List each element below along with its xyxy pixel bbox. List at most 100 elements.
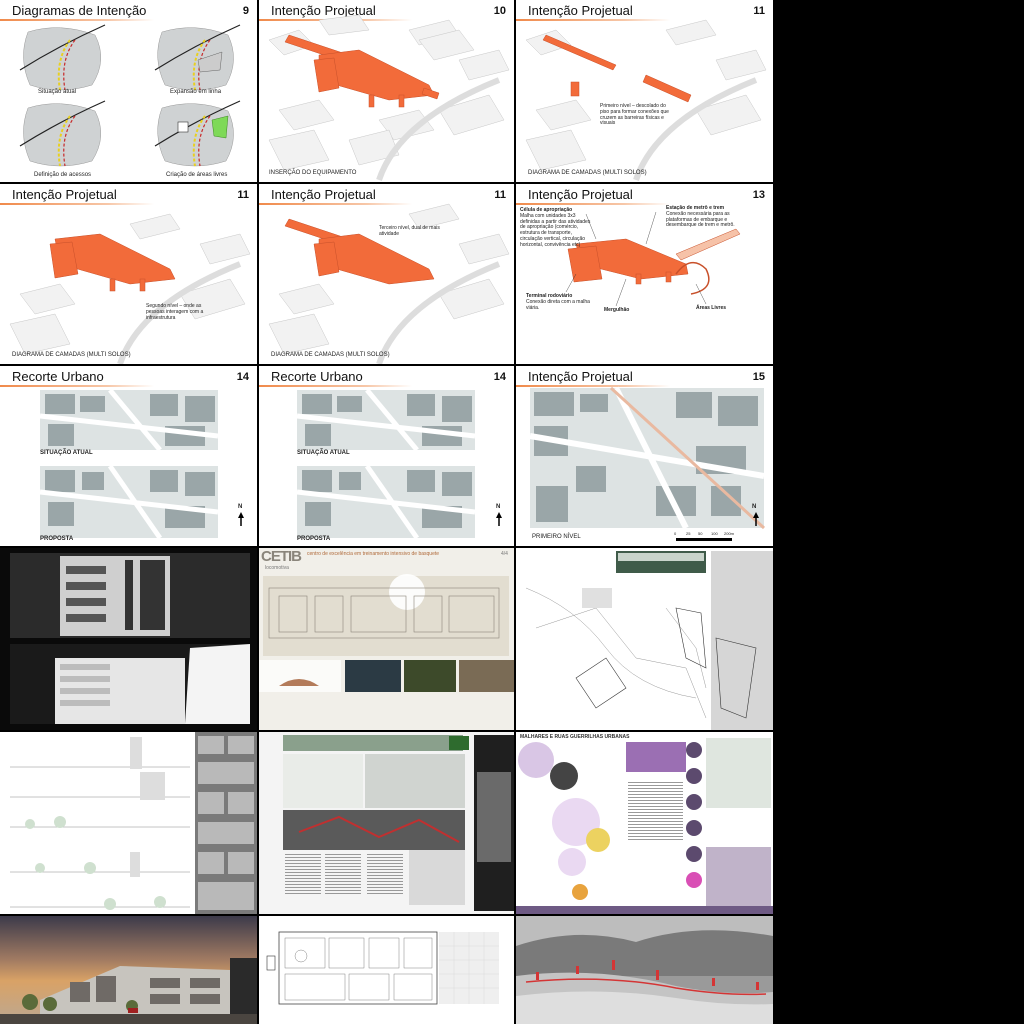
- building-render-image: [10, 553, 250, 724]
- mergulhao-label: Mergulhão: [604, 307, 630, 313]
- cetib-plan: [259, 574, 514, 692]
- cetib-subtitle-2: locomotiva: [265, 565, 289, 571]
- title-rule: [516, 203, 671, 205]
- aerial-city-image: [516, 916, 773, 1024]
- cetib-page: 4/4: [501, 551, 508, 557]
- cell-text: Malha com unidades 3x3 definidas a parti…: [520, 212, 591, 248]
- slide-recorte-2[interactable]: Recorte Urbano 14 SITUAÇÃO ATUAL PROPOST…: [259, 366, 514, 546]
- scale-bar-25: 25: [686, 531, 691, 536]
- slide-title: Recorte Urbano: [12, 369, 104, 384]
- text-block: [285, 854, 321, 894]
- title-rule: [0, 19, 155, 21]
- thumb-cetib-board[interactable]: CETIB centro de excelência em treinament…: [259, 548, 514, 730]
- slide-number: 15: [752, 371, 765, 383]
- diagram-caption: Criação de áreas livres: [166, 172, 228, 178]
- urban-maps: [296, 388, 502, 540]
- slide-title: Intenção Projetual: [271, 187, 376, 202]
- north-label: N: [238, 504, 243, 510]
- slide-number: 10: [493, 5, 506, 17]
- slide-number: 11: [753, 5, 765, 17]
- layer-note: Terceiro nível, dual de mais atividade: [379, 225, 440, 237]
- thumb-urban-guerrilla-board[interactable]: MALHARES E RUAS GUERRILHAS URBANAS: [516, 732, 773, 914]
- slide-diagramas-intencao[interactable]: Diagramas de Intenção 9 Situação atual E…: [0, 0, 257, 182]
- dusk-render-image: [0, 958, 257, 1024]
- slide-primeiro-nivel[interactable]: Intenção Projetual 15 N PRIMEIRO NÍVEL 0…: [516, 366, 773, 546]
- intention-diagrams: [19, 24, 241, 167]
- park-board-drawing: [283, 735, 514, 911]
- diagram-caption: Expansão em linha: [170, 89, 222, 95]
- axonometric-map: [525, 19, 767, 181]
- title-rule: [0, 203, 155, 205]
- floor-plan-drawing: [266, 931, 499, 1005]
- slide-caption: DIAGRAMA DE CAMADAS (MULTI SOLOS): [528, 170, 647, 176]
- thumb-site-plan-board[interactable]: [516, 548, 773, 730]
- text-block: [367, 854, 403, 894]
- axonometric-map: [9, 213, 251, 364]
- slide-title: Intenção Projetual: [528, 187, 633, 202]
- title-rule: [0, 385, 155, 387]
- north-label: N: [496, 504, 501, 510]
- slide-title: Intenção Projetual: [12, 187, 117, 202]
- program-diagram: [565, 211, 741, 307]
- urban-board-drawing: [516, 738, 773, 914]
- slide-title: Recorte Urbano: [271, 369, 363, 384]
- slide-camadas-1[interactable]: Intenção Projetual 11 Primeiro nível – d…: [516, 0, 773, 182]
- urban-map: [529, 386, 766, 541]
- map-label: PROPOSTA: [40, 536, 74, 542]
- slide-number: 14: [493, 371, 506, 383]
- urban-maps: [39, 388, 244, 540]
- terminal-text: Conexão direta com a malha viária.: [526, 298, 590, 311]
- slide-caption: DIAGRAMA DE CAMADAS (MULTI SOLOS): [271, 352, 390, 358]
- slide-title: Intenção Projetual: [528, 3, 633, 18]
- scale-bar-50: 50: [698, 531, 703, 536]
- scale-bar-200: 200m: [724, 531, 735, 536]
- cell-note: Célula de apropriação Malha com unidades…: [520, 207, 592, 248]
- map-label: SITUAÇÃO ATUAL: [297, 450, 350, 456]
- text-block: [628, 782, 683, 842]
- slide-number: 11: [237, 189, 249, 201]
- slide-title: Intenção Projetual: [528, 369, 633, 384]
- text-block: [325, 854, 361, 894]
- station-title: Estação de metrô e trem: [666, 205, 725, 211]
- title-rule: [259, 203, 412, 205]
- title-rule: [259, 385, 412, 387]
- station-text: Conexão necessária para as plataformas d…: [666, 210, 735, 229]
- map-label: PROPOSTA: [297, 536, 331, 542]
- slide-camadas-3[interactable]: Intenção Projetual 11 Terceiro nível, du…: [259, 184, 514, 364]
- slide-insercao-equipamento[interactable]: Intenção Projetual 10 INSERÇÃO DO EQUIPA…: [259, 0, 514, 182]
- site-plan-drawing: [525, 551, 773, 730]
- north-label: N: [752, 504, 757, 510]
- thumb-sections-board[interactable]: [0, 732, 257, 914]
- slide-number: 11: [494, 189, 506, 201]
- title-rule: [516, 385, 671, 387]
- slide-camadas-2[interactable]: Intenção Projetual 11 Segundo nível – on…: [0, 184, 257, 364]
- slide-title: Diagramas de Intenção: [12, 3, 147, 18]
- terminal-note: Terminal rodoviário Conexão direta com a…: [526, 293, 596, 311]
- thumb-aerial-city[interactable]: [516, 916, 773, 1024]
- thumb-floor-plan[interactable]: [259, 916, 514, 1024]
- diagram-caption: Definição de acessos: [34, 172, 92, 178]
- thumb-dusk-render[interactable]: [0, 916, 257, 1024]
- slide-caption: PRIMEIRO NÍVEL: [532, 534, 581, 540]
- slide-recorte-1[interactable]: Recorte Urbano 14 SITUAÇÃO ATUAL PROPOST…: [0, 366, 257, 546]
- title-rule: [516, 19, 671, 21]
- terminal-title: Terminal rodoviário: [526, 293, 573, 299]
- slide-title: Intenção Projetual: [271, 3, 376, 18]
- slide-caption: DIAGRAMA DE CAMADAS (MULTI SOLOS): [12, 352, 131, 358]
- scale-bar-100: 100: [711, 531, 718, 536]
- cetib-subtitle: centro de excelência em treinamento inte…: [307, 551, 440, 557]
- cell-title: Célula de apropriação: [520, 207, 573, 213]
- map-label: SITUAÇÃO ATUAL: [40, 450, 93, 456]
- axonometric-map: [268, 203, 510, 364]
- thumb-park-board[interactable]: [259, 732, 514, 914]
- thumb-building-renders[interactable]: [0, 548, 257, 730]
- station-note: Estação de metrô e trem Conexão necessár…: [666, 205, 746, 229]
- slide-number: 14: [236, 371, 249, 383]
- diagram-caption: Situação atual: [38, 89, 77, 95]
- areas-livres-label: Áreas Livres: [696, 305, 727, 311]
- scale-bar-0: 0: [674, 531, 677, 536]
- slide-programa[interactable]: Intenção Projetual 13 Célula de apropria…: [516, 184, 773, 364]
- board-title: MALHARES E RUAS GUERRILHAS URBANAS: [520, 734, 630, 740]
- sections-drawing: [10, 732, 257, 914]
- axonometric-map: [268, 14, 510, 181]
